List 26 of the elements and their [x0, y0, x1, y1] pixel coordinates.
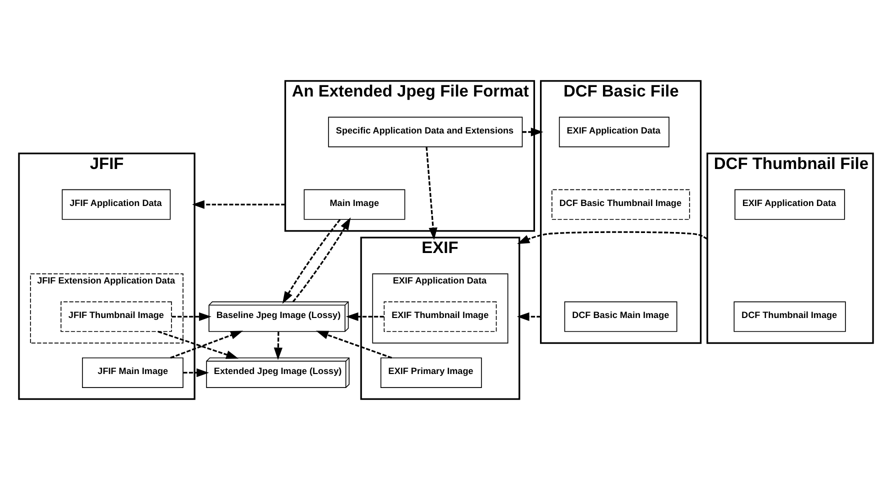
node-box: JFIF Main Image: [82, 357, 184, 388]
arrow: [426, 146, 438, 240]
arrow: [183, 368, 209, 378]
node-box: DCF Basic Main Image: [564, 301, 678, 332]
node-box: DCF Thumbnail Image: [734, 301, 846, 332]
arrow: [522, 128, 544, 136]
node-box: EXIF Primary Image: [380, 357, 482, 388]
arrow: [282, 219, 341, 304]
node-box: EXIF Application Data: [734, 189, 845, 220]
node-box: JFIF Application Data: [62, 189, 171, 220]
arrow: [292, 217, 351, 302]
arrow: [170, 330, 244, 359]
arrow: [274, 332, 283, 360]
node-box: JFIF Thumbnail Image: [60, 301, 172, 332]
node-box: DCF Basic Thumbnail Image: [552, 189, 690, 220]
node-box: EXIF Application Data: [558, 116, 670, 148]
node-box: Specific Application Data and Extensions: [328, 116, 523, 148]
arrow: [517, 231, 708, 244]
node-box: Main Image: [304, 189, 406, 220]
node-box: EXIF Thumbnail Image: [384, 301, 497, 332]
arrow: [158, 330, 239, 359]
arrow: [316, 330, 392, 359]
arrow: [172, 312, 212, 321]
arrow: [346, 312, 384, 321]
arrow: [192, 200, 286, 209]
arrow: [516, 312, 541, 321]
